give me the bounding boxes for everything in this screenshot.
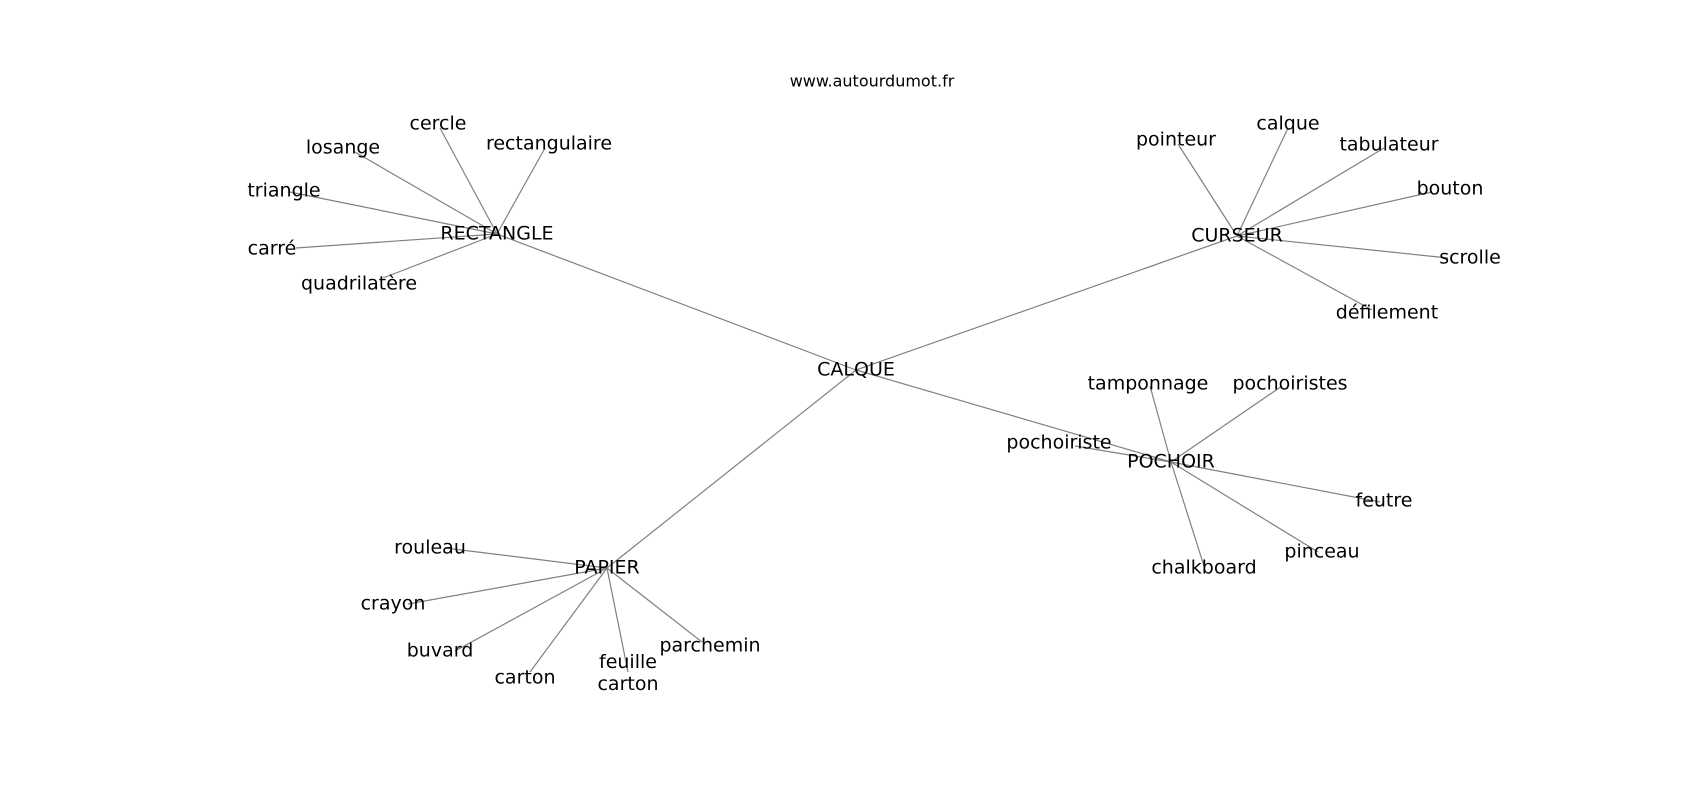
edge-pochoir-pochoiristes bbox=[1170, 385, 1283, 463]
hub-node-papier: PAPIER bbox=[574, 557, 640, 579]
edge-center-curseur bbox=[855, 235, 1238, 371]
hub-node-rectangle: RECTANGLE bbox=[440, 223, 553, 245]
edge-rectangle-losange bbox=[354, 151, 498, 235]
leaf-node-parchemin: parchemin bbox=[659, 635, 760, 657]
hub-node-curseur: CURSEUR bbox=[1191, 225, 1283, 247]
edge-rectangle-triangle bbox=[289, 191, 498, 235]
edge-papier-feuille-carton bbox=[606, 567, 629, 673]
leaf-node-cercle: cercle bbox=[410, 113, 467, 135]
leaf-node-chalkboard: chalkboard bbox=[1151, 557, 1256, 579]
edge-papier-rouleau bbox=[444, 547, 608, 569]
edge-curseur-calque bbox=[1236, 127, 1289, 237]
edge-papier-parchemin bbox=[606, 567, 703, 643]
edge-pochoir-pochoiriste bbox=[1074, 445, 1172, 463]
edge-center-pochoir bbox=[855, 369, 1172, 463]
edge-curseur-tabulateur bbox=[1236, 147, 1385, 237]
edge-rectangle-quadrilatere bbox=[382, 233, 498, 279]
edge-rectangle-rectangulaire bbox=[496, 147, 546, 235]
leaf-node-calque: calque bbox=[1256, 113, 1319, 135]
edge-papier-buvard bbox=[454, 567, 608, 652]
leaf-node-pochoiristes: pochoiristes bbox=[1232, 373, 1347, 395]
edge-pochoir-feutre bbox=[1170, 461, 1381, 503]
leaf-node-pochoiriste: pochoiriste bbox=[1006, 432, 1111, 454]
edge-papier-carton bbox=[529, 567, 608, 673]
edge-curseur-defilement bbox=[1236, 235, 1373, 311]
edge-rectangle-cercle bbox=[439, 127, 498, 235]
leaf-node-scrolle: scrolle bbox=[1439, 247, 1501, 269]
edge-curseur-scrolle bbox=[1236, 235, 1449, 259]
center-node-calque: CALQUE bbox=[817, 359, 895, 381]
leaf-node-carre: carré bbox=[248, 238, 297, 260]
leaf-node-rectangulaire: rectangulaire bbox=[486, 133, 612, 155]
edge-pochoir-tamponnage bbox=[1149, 385, 1172, 463]
leaf-node-quadrilatere: quadrilatère bbox=[301, 273, 417, 295]
leaf-node-defilement: défilement bbox=[1336, 302, 1438, 324]
leaf-node-pointeur: pointeur bbox=[1136, 129, 1216, 151]
edge-papier-crayon bbox=[407, 567, 608, 605]
leaf-node-tamponnage: tamponnage bbox=[1088, 373, 1209, 395]
leaf-node-crayon: crayon bbox=[361, 593, 426, 615]
edge-center-papier bbox=[606, 369, 857, 569]
leaf-node-tabulateur: tabulateur bbox=[1339, 134, 1438, 156]
edge-pochoir-pinceau bbox=[1170, 461, 1319, 553]
source-watermark: www.autourdumot.fr bbox=[790, 72, 955, 91]
edge-center-rectangle bbox=[496, 233, 857, 371]
leaf-node-triangle: triangle bbox=[247, 180, 320, 202]
leaf-node-bouton: bouton bbox=[1417, 178, 1484, 200]
edge-rectangle-carre bbox=[295, 233, 498, 249]
graph-edges bbox=[289, 127, 1449, 673]
leaf-node-losange: losange bbox=[306, 137, 380, 159]
edge-curseur-pointeur bbox=[1177, 143, 1238, 237]
edge-pochoir-chalkboard bbox=[1170, 461, 1205, 567]
leaf-node-carton: carton bbox=[494, 667, 555, 689]
leaf-node-buvard: buvard bbox=[407, 640, 474, 662]
leaf-node-pinceau: pinceau bbox=[1284, 541, 1359, 563]
edge-curseur-bouton bbox=[1236, 191, 1433, 237]
leaf-node-feutre: feutre bbox=[1356, 490, 1413, 512]
leaf-node-rouleau: rouleau bbox=[394, 537, 466, 559]
hub-node-pochoir: POCHOIR bbox=[1127, 451, 1215, 473]
graph-labels: www.autourdumot.fr CALQUE RECTANGLE cercle… bbox=[247, 72, 1500, 695]
